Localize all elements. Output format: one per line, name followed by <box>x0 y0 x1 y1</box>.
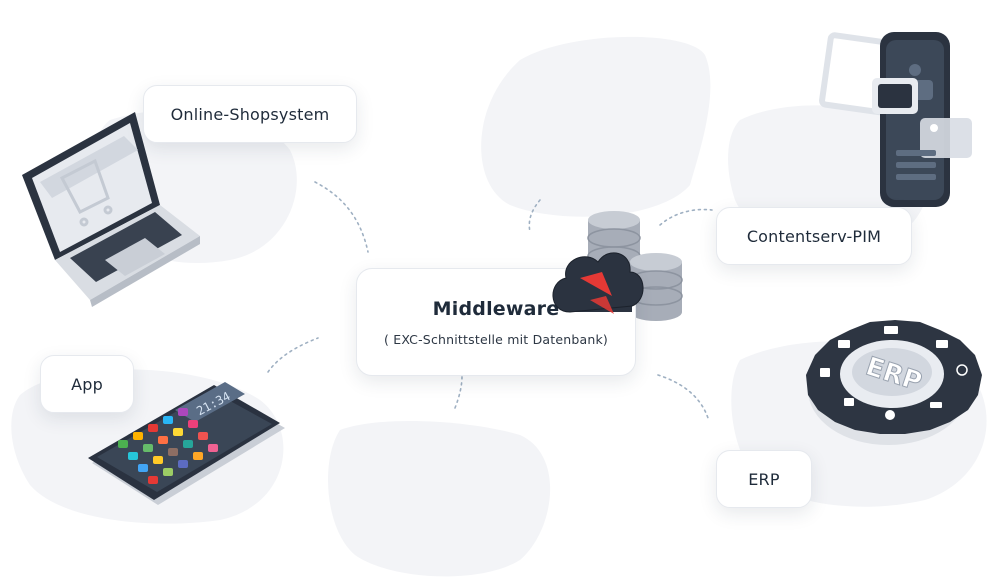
blob-center-bottom <box>328 420 551 577</box>
tablet-pim-icon <box>819 32 972 207</box>
node-online-shopsystem-label: Online-Shopsystem <box>170 104 330 124</box>
smartphone-apps-icon: 21:34 <box>88 382 285 505</box>
middleware-title: Middleware <box>432 297 560 320</box>
connector-erp <box>657 374 709 419</box>
middleware-subtitle: ( EXC-Schnittstelle mit Datenbank) <box>383 331 609 347</box>
connector-app <box>267 337 319 373</box>
node-middleware: Middleware ( EXC-Schnittstelle mit Daten… <box>356 268 636 376</box>
connector-pim <box>659 208 713 226</box>
node-erp: ERP <box>716 450 812 508</box>
connector-bottom <box>454 375 463 409</box>
erp-gear-icon: ERP <box>806 320 982 445</box>
connector-db <box>528 199 541 233</box>
node-app-label: App <box>71 374 103 394</box>
node-online-shopsystem: Online-Shopsystem <box>143 85 357 143</box>
connector-shop <box>314 181 369 253</box>
app-icon-grid <box>118 408 218 484</box>
node-contentserv-pim-label: Contentserv-PIM <box>746 226 882 246</box>
node-app: App <box>40 355 134 413</box>
laptop-cart-icon <box>22 112 200 307</box>
blob-center-top <box>481 36 711 217</box>
node-erp-label: ERP <box>748 469 780 489</box>
node-contentserv-pim: Contentserv-PIM <box>716 207 912 265</box>
